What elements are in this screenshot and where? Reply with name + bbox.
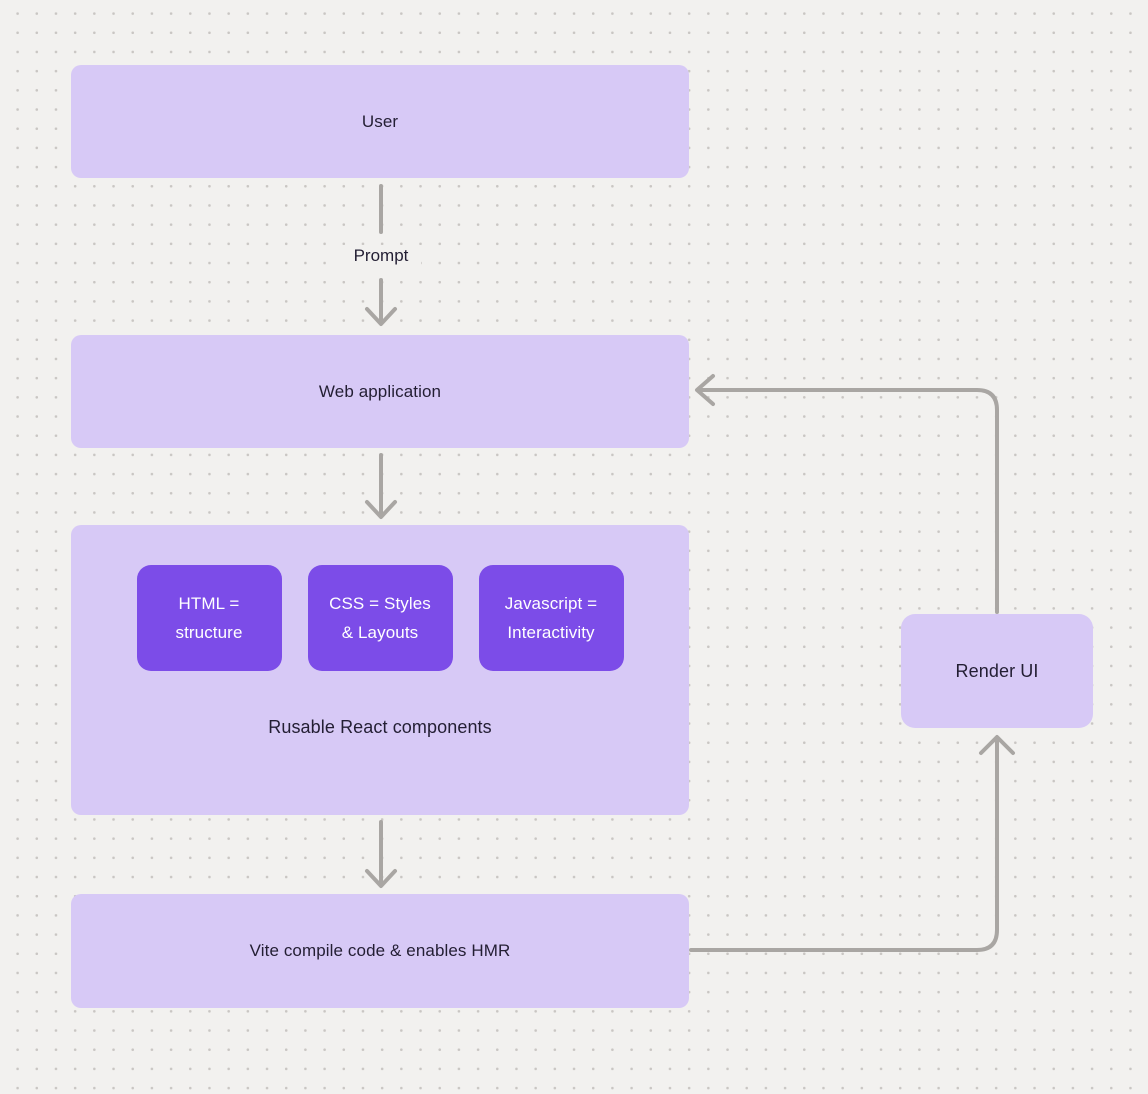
connector-vite-to-render-arrowhead	[979, 735, 1015, 755]
chip-html[interactable]: HTML = structure	[136, 565, 282, 671]
connector-render-to-webapp	[699, 388, 999, 614]
node-user-label: User	[361, 111, 399, 131]
connector-user-to-webapp-arrowhead	[365, 307, 397, 326]
connector-group-to-vite-arrowhead	[365, 869, 397, 888]
chip-css-line2: & Layouts	[341, 623, 419, 642]
chip-javascript[interactable]: Javascript = Interactivity	[478, 565, 624, 671]
connector-vite-to-render	[689, 740, 999, 952]
connector-label-prompt: Prompt	[341, 245, 421, 269]
node-user[interactable]: User	[71, 65, 689, 178]
chip-html-line1: HTML =	[178, 594, 240, 613]
components-group-caption: Rusable React components	[268, 717, 492, 737]
chip-css-line1: CSS = Styles	[329, 594, 431, 613]
chip-css[interactable]: CSS = Styles & Layouts	[307, 565, 453, 671]
node-vite[interactable]: Vite compile code & enables HMR	[71, 894, 689, 1008]
connector-webapp-to-group-arrowhead	[365, 500, 397, 519]
node-web-application[interactable]: Web application	[71, 335, 689, 448]
node-render-ui-label: Render UI	[955, 660, 1039, 681]
node-render-ui[interactable]: Render UI	[901, 614, 1093, 728]
chip-javascript-line2: Interactivity	[507, 623, 595, 642]
chip-html-line2: structure	[175, 623, 243, 642]
chip-javascript-line1: Javascript =	[504, 594, 598, 613]
connector-render-to-webapp-arrowhead	[695, 374, 715, 406]
node-web-application-label: Web application	[318, 381, 442, 401]
node-vite-label: Vite compile code & enables HMR	[249, 941, 511, 960]
node-components-group[interactable]: HTML = structure CSS = Styles & Layouts …	[71, 525, 689, 815]
components-chip-row: HTML = structure CSS = Styles & Layouts …	[136, 565, 624, 671]
